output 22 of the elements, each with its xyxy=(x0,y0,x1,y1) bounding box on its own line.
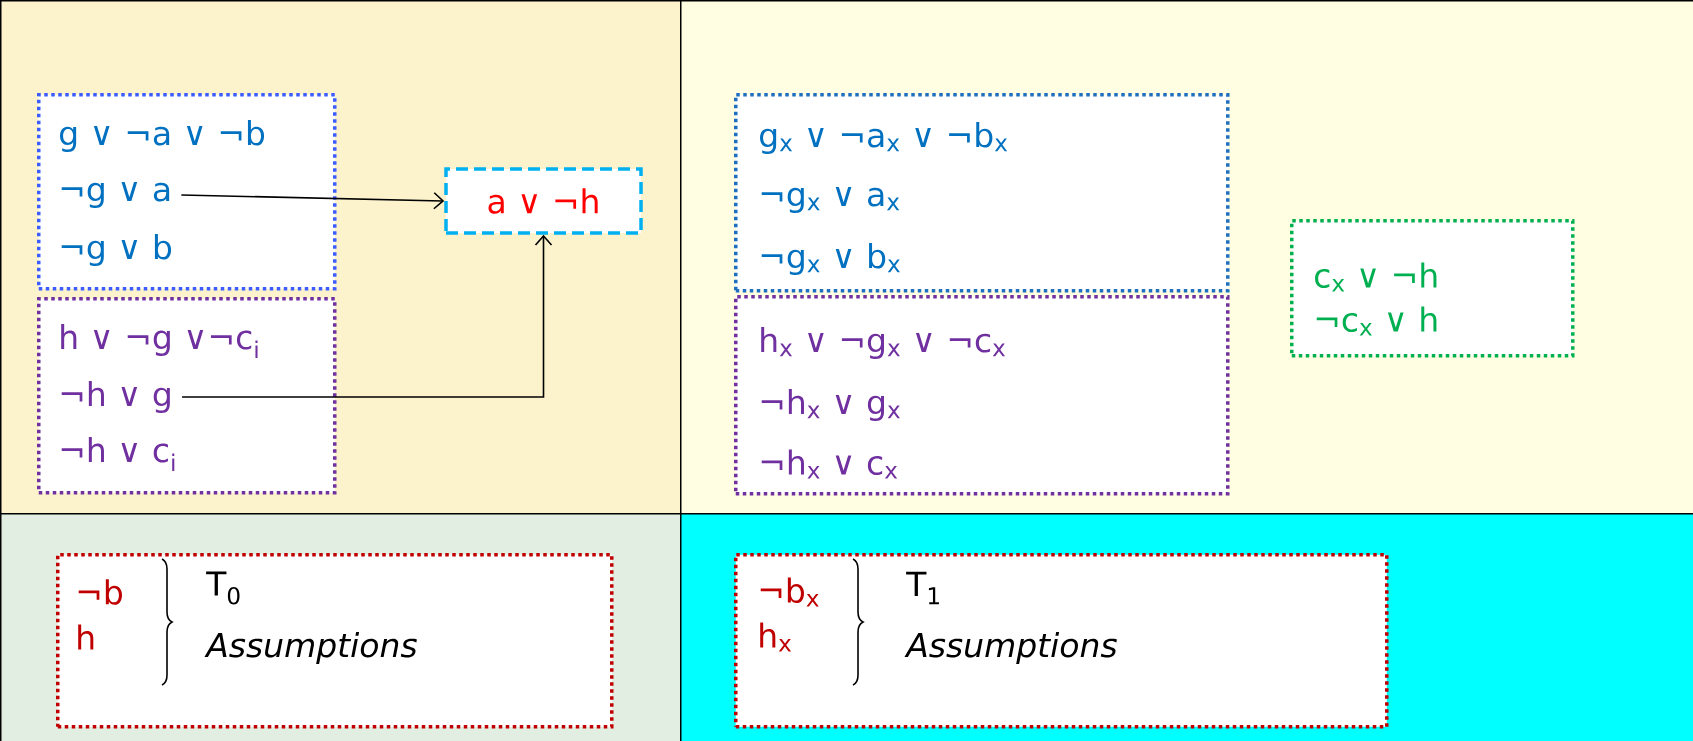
clause-text: ¬g ∨ a xyxy=(61,182,170,208)
clause-text: ¬h$_{x}$ ∨ g$_{x}$ xyxy=(761,389,900,421)
clause-text: ¬g ∨ b xyxy=(61,234,172,266)
clause-box xyxy=(37,93,337,291)
clause-text: h ∨ ¬g ∨¬c$_{i}$ xyxy=(61,323,258,359)
clause-box xyxy=(734,295,1230,496)
clause-text: ¬h$_{x}$ ∨ c$_{x}$ xyxy=(761,449,898,479)
assumption-box: ¬b h T$_{0}$ Assumptions xyxy=(56,553,614,729)
clause-box xyxy=(734,93,1230,293)
clause-text: g ∨ ¬a ∨ ¬b xyxy=(60,120,265,152)
clause-text: ¬h ∨ c$_{i}$ xyxy=(61,436,175,472)
result-box: a ∨ ¬h xyxy=(444,167,643,235)
clause-box xyxy=(37,297,337,495)
arrow xyxy=(180,191,445,210)
clause-text: g$_{x}$ ∨ ¬a$_{x}$ ∨ ¬b$_{x}$ xyxy=(760,122,1008,154)
clause-box: c$_{x}$ ∨ ¬h ¬c$_{x}$ ∨ h xyxy=(1290,219,1575,358)
clause-text: ¬h ∨ g xyxy=(61,381,170,413)
assumption-box: ¬b$_{x}$ h$_{x}$ T$_{1}$ Assumptions xyxy=(734,553,1389,729)
clause-text: ¬g$_{x}$ ∨ a$_{x}$ xyxy=(761,187,900,213)
clause-text: ¬g$_{x}$ ∨ b$_{x}$ xyxy=(761,243,900,275)
clause-text: h$_{x}$ ∨ ¬g$_{x}$ ∨ ¬c$_{x}$ xyxy=(761,327,1006,359)
arrow xyxy=(181,234,553,398)
